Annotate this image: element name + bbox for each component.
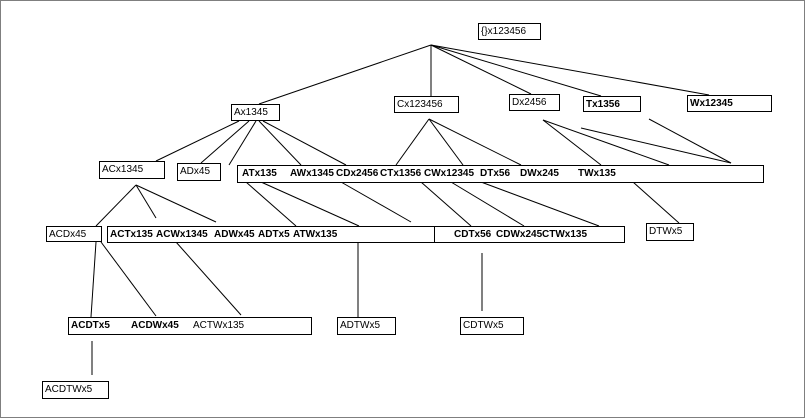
- edge: [450, 181, 525, 227]
- edge: [200, 120, 250, 164]
- edge: [228, 120, 257, 166]
- edge: [428, 118, 522, 166]
- edge: [262, 120, 347, 166]
- edge: [245, 181, 297, 227]
- node-wx: Wx12345: [687, 95, 772, 112]
- node-atwx: ATWx135: [293, 229, 338, 240]
- node-acdtx: ACDTx5: [71, 320, 110, 331]
- node-actx: ACTx135: [110, 229, 153, 240]
- node-twx: TWx135: [578, 168, 616, 179]
- edge: [135, 184, 217, 223]
- node-dtwx: DTWx5: [646, 223, 694, 241]
- node-cdtwx: CDTWx5: [460, 317, 524, 335]
- node-awx: AWx1345: [290, 168, 334, 179]
- node-acdwx: ACDWx45: [131, 320, 179, 331]
- node-actwx: ACTWx135: [193, 320, 245, 331]
- node-acdx: ACDx45: [46, 226, 102, 242]
- node-atx: ATx135: [242, 168, 277, 179]
- edge: [100, 241, 157, 317]
- node-adtx: ADTx5: [258, 229, 290, 240]
- group-divider: [434, 227, 435, 242]
- edge: [580, 127, 732, 164]
- node-acwx: ACWx1345: [156, 229, 208, 240]
- node-group-level3: ACTx135 ACWx1345 ADWx45 ADTx5 ATWx135 CD…: [107, 226, 625, 243]
- node-cdtx: CDTx56: [454, 229, 492, 240]
- node-cwx: CWx12345: [424, 168, 475, 179]
- node-dwx: DWx245: [520, 168, 559, 179]
- node-dx: Dx2456: [509, 94, 560, 111]
- edge: [420, 181, 472, 227]
- node-acdtwx: ACDTWx5: [42, 381, 109, 399]
- node-ctwx: CTWx135: [542, 229, 588, 240]
- edge: [258, 44, 432, 105]
- edge: [428, 118, 464, 166]
- node-cdx: CDx2456: [336, 168, 379, 179]
- edge: [95, 184, 137, 227]
- node-ctx: CTx1356: [380, 168, 422, 179]
- edge: [430, 44, 710, 96]
- edge: [480, 181, 600, 227]
- edge: [260, 181, 360, 227]
- edge: [632, 181, 680, 224]
- edge: [542, 119, 602, 166]
- node-ax: Ax1345: [231, 104, 280, 121]
- node-dtx: DTx56: [480, 168, 511, 179]
- node-group-level4: ACDTx5 ACDWx45 ACTWx135: [68, 317, 312, 335]
- node-adtwx: ADTWx5: [337, 317, 396, 335]
- edge: [175, 241, 242, 316]
- edge: [155, 120, 240, 162]
- node-group-level2: ATx135 AWx1345 CDx2456 CTx1356 CWx12345 …: [237, 165, 764, 183]
- node-adwx: ADWx45: [214, 229, 255, 240]
- node-root: {}x123456: [478, 23, 541, 40]
- edge: [430, 44, 602, 97]
- edge: [542, 119, 670, 166]
- node-tx: Tx1356: [583, 96, 641, 112]
- node-acx: ACx1345: [99, 161, 165, 179]
- node-adx: ADx45: [177, 163, 221, 181]
- node-cx: Cx123456: [394, 96, 459, 113]
- edge: [430, 44, 532, 95]
- edge: [258, 120, 302, 166]
- edge: [395, 118, 430, 166]
- edge: [135, 184, 157, 219]
- edge: [340, 181, 412, 223]
- node-cdwx: CDWx245: [496, 229, 543, 240]
- edge: [648, 118, 732, 164]
- edge: [90, 241, 97, 318]
